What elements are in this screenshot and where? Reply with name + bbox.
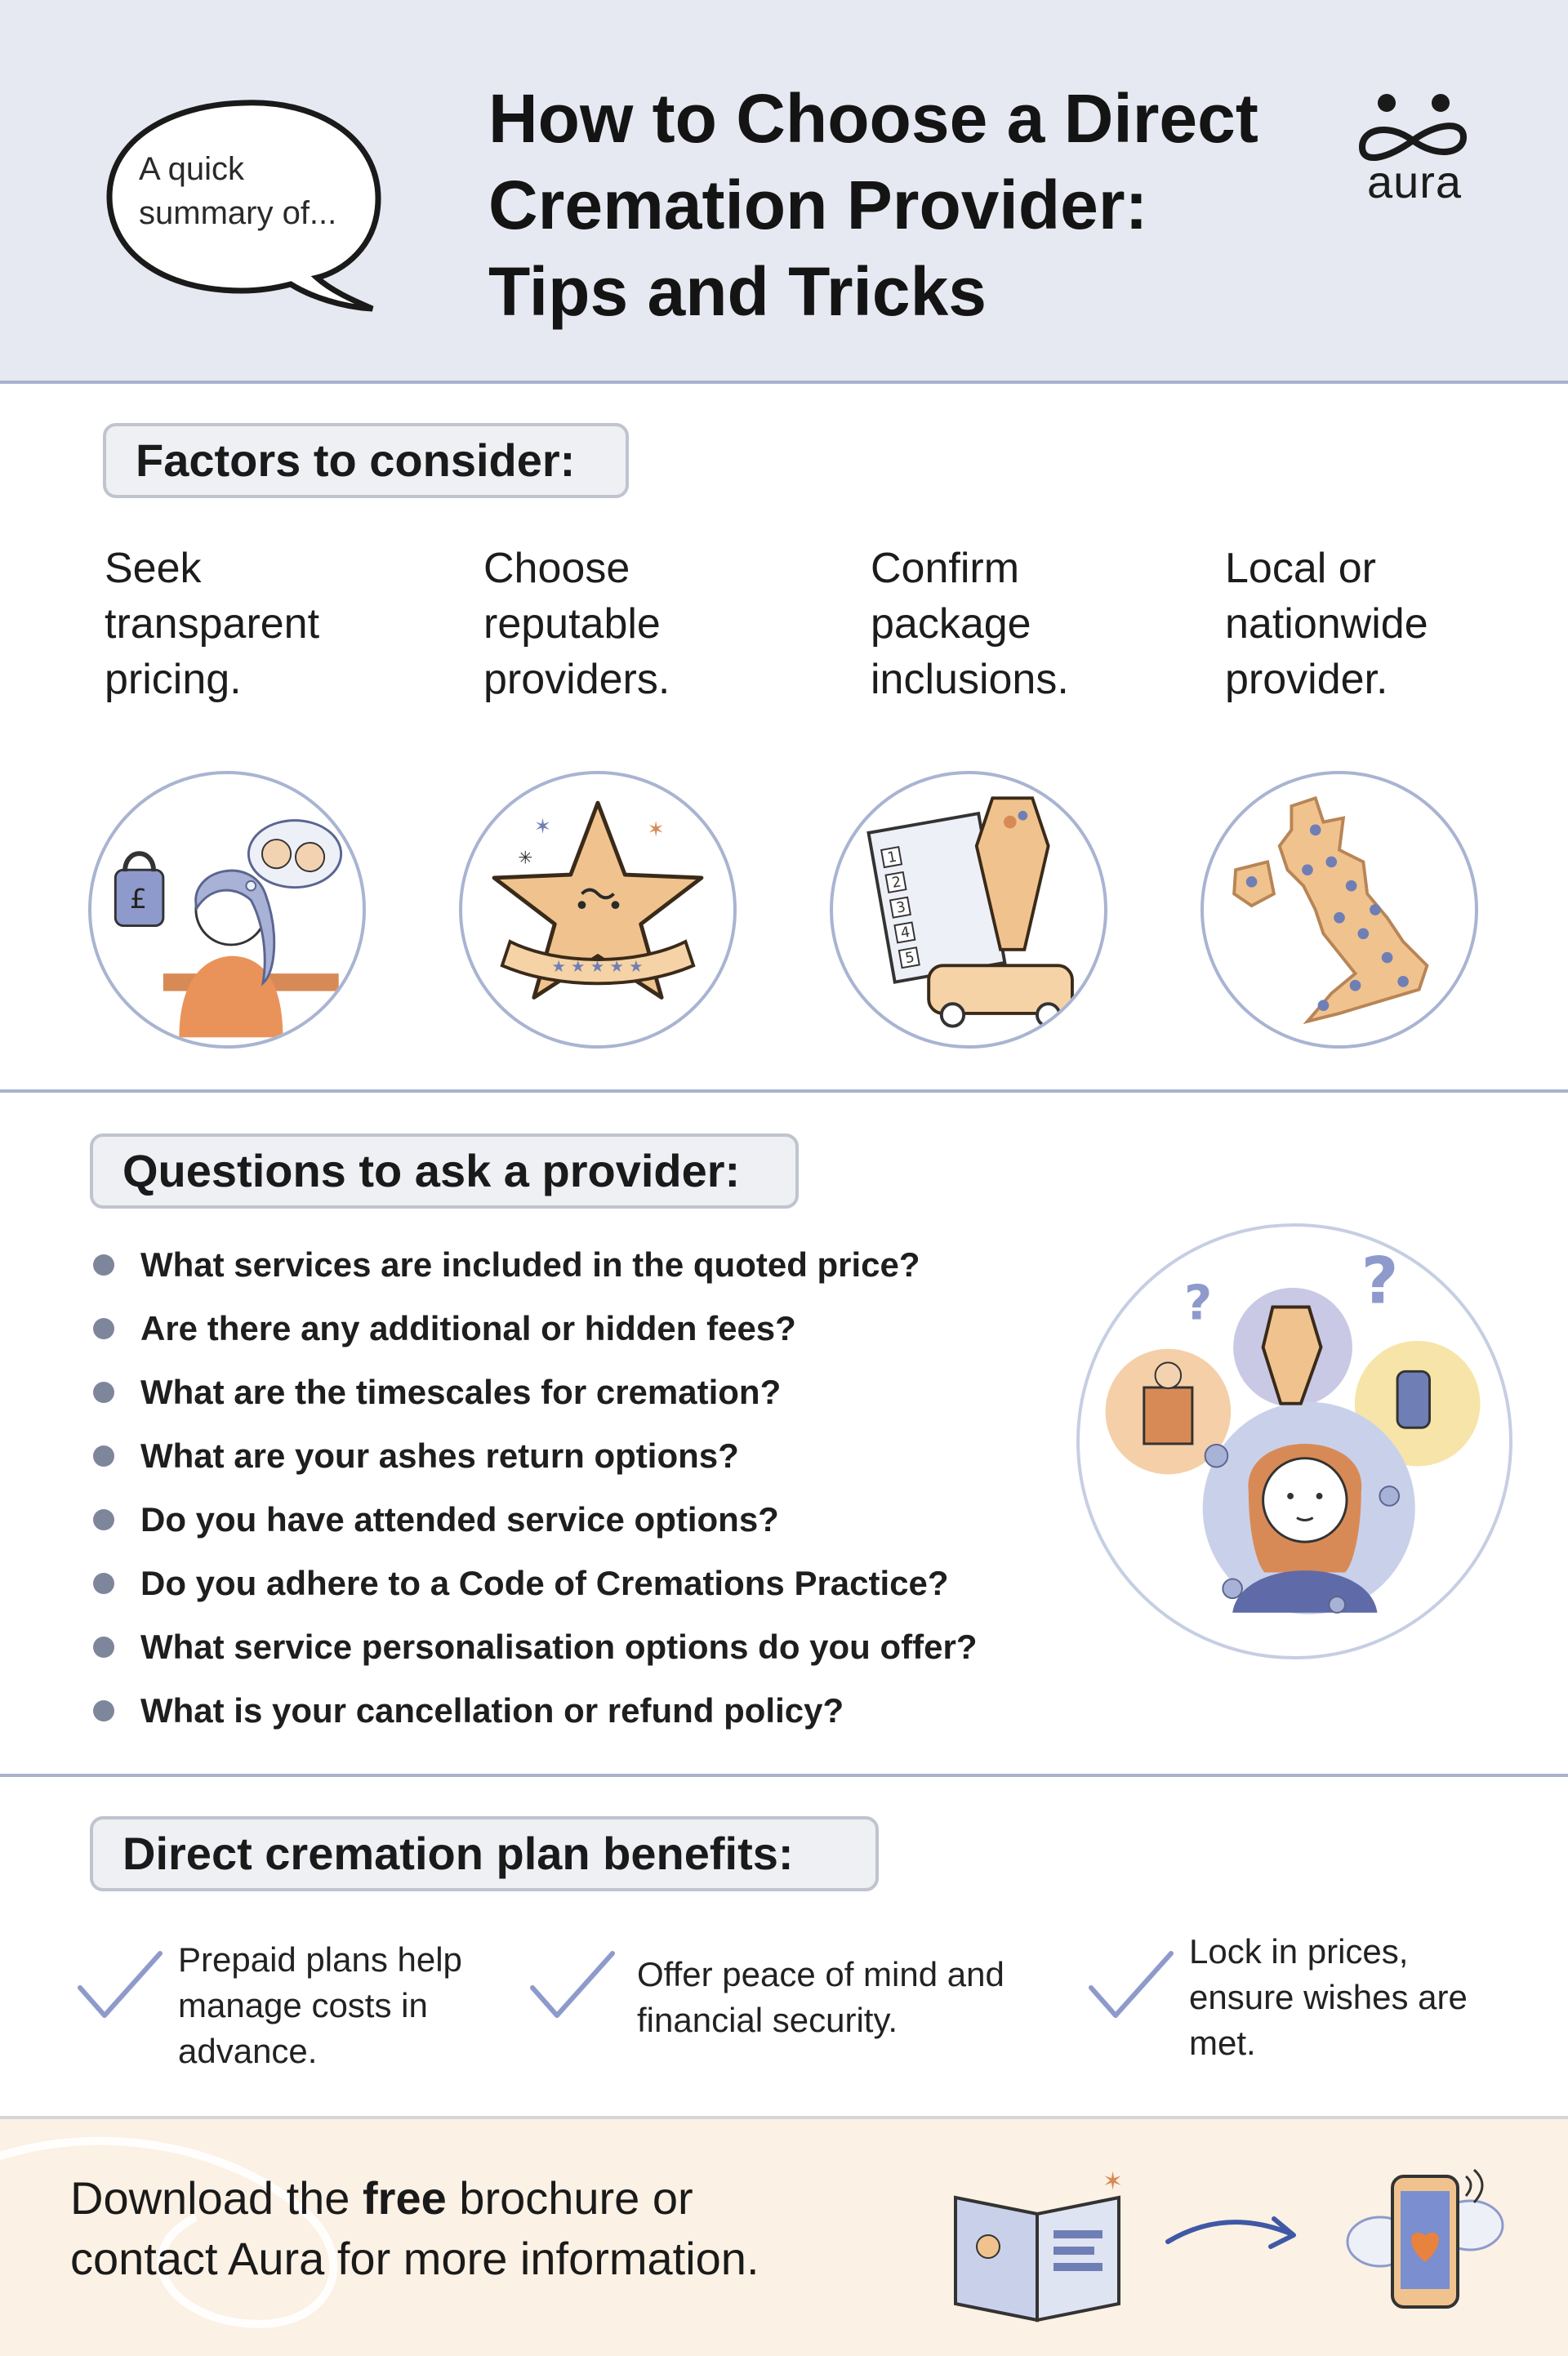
factor-local-nationwide: Local or nationwide provider. bbox=[1225, 541, 1519, 707]
header: A quick summary of... How to Choose a Di… bbox=[0, 0, 1568, 382]
factor-package-inclusions: Confirm package inclusions. bbox=[871, 541, 1165, 707]
footer-bold-text: free bbox=[363, 2172, 447, 2224]
svg-text:✶: ✶ bbox=[648, 817, 665, 841]
benefit-line: financial security. bbox=[637, 2001, 898, 2039]
list-item: Do you have attended service options? bbox=[91, 1493, 1112, 1557]
benefit-line: Lock in prices, bbox=[1189, 1932, 1409, 1971]
svg-text:5: 5 bbox=[904, 950, 915, 968]
logo-text: aura bbox=[1366, 156, 1463, 207]
list-item: What service personalisation options do … bbox=[91, 1620, 1112, 1684]
questions-heading: Questions to ask a provider: bbox=[90, 1133, 799, 1209]
svg-text:3: 3 bbox=[895, 899, 906, 917]
question-text: Do you have attended service options? bbox=[140, 1500, 779, 1539]
question-text: What are the timescales for cremation? bbox=[140, 1373, 782, 1411]
title-line-2: Cremation Provider: bbox=[488, 167, 1148, 243]
benefits-heading: Direct cremation plan benefits: bbox=[90, 1816, 879, 1891]
brochure-icon: ✶ bbox=[954, 2167, 1123, 2323]
factor-transparent-pricing: Seek transparent pricing. bbox=[105, 541, 399, 707]
footer-text: Download the free brochure or contact Au… bbox=[70, 2168, 969, 2289]
factor-line: provider. bbox=[1225, 656, 1388, 703]
svg-text:4: 4 bbox=[899, 924, 911, 942]
list-item: Do you adhere to a Code of Cremations Pr… bbox=[91, 1557, 1112, 1620]
factor-line: nationwide bbox=[1225, 600, 1428, 648]
question-text: Do you adhere to a Code of Cremations Pr… bbox=[140, 1564, 949, 1602]
page-title: How to Choose a Direct Cremation Provide… bbox=[488, 75, 1321, 335]
footer-text-part: brochure or bbox=[446, 2172, 693, 2224]
footer-line-1: Download the free brochure or bbox=[70, 2168, 969, 2229]
bullet-icon bbox=[93, 1509, 114, 1530]
bullet-icon bbox=[93, 1700, 114, 1721]
title-line-3: Tips and Tricks bbox=[488, 253, 987, 330]
svg-text:2: 2 bbox=[891, 874, 902, 892]
factor-line: Choose bbox=[483, 545, 630, 592]
list-item: Are there any additional or hidden fees? bbox=[91, 1302, 1112, 1365]
checkmark-icon bbox=[530, 1951, 615, 2018]
factor-line: inclusions. bbox=[871, 656, 1069, 703]
arrow-right-icon bbox=[1165, 2216, 1296, 2249]
bullet-icon bbox=[93, 1637, 114, 1658]
benefit-line: met. bbox=[1189, 2024, 1256, 2062]
benefit-item: Offer peace of mind and financial securi… bbox=[637, 1952, 1078, 2043]
svg-text:✶: ✶ bbox=[534, 813, 551, 838]
questions-list: What services are included in the quoted… bbox=[91, 1238, 1112, 1748]
factor-line: reputable bbox=[483, 600, 661, 648]
bullet-icon bbox=[93, 1382, 114, 1403]
question-text: What is your cancellation or refund poli… bbox=[140, 1691, 844, 1730]
benefit-line: ensure wishes are bbox=[1189, 1978, 1468, 2016]
provider-questions-illustration-icon: ? ? bbox=[1076, 1223, 1512, 1659]
list-item: What services are included in the quoted… bbox=[91, 1238, 1112, 1302]
svg-text:✶: ✶ bbox=[1102, 2167, 1123, 2196]
list-item: What are the timescales for cremation? bbox=[91, 1365, 1112, 1429]
svg-text:?: ? bbox=[1184, 1274, 1212, 1330]
decorative-swirl-icon bbox=[0, 2136, 338, 2328]
header-divider bbox=[0, 381, 1568, 384]
svg-text:★ ★ ★ ★ ★: ★ ★ ★ ★ ★ bbox=[551, 957, 643, 976]
factor-line: providers. bbox=[483, 656, 670, 703]
factor-line: Seek bbox=[105, 545, 202, 592]
bullet-icon bbox=[93, 1254, 114, 1276]
factors-heading: Factors to consider: bbox=[103, 423, 629, 498]
bubble-text: A quick summary of... bbox=[139, 151, 337, 231]
svg-text:1: 1 bbox=[886, 849, 898, 867]
benefit-line: manage costs in bbox=[178, 1986, 428, 2024]
bullet-icon bbox=[93, 1318, 114, 1339]
question-text: What services are included in the quoted… bbox=[140, 1245, 920, 1284]
svg-text:?: ? bbox=[1361, 1244, 1399, 1319]
footer-cta: Download the free brochure or contact Au… bbox=[0, 2116, 1568, 2356]
star-rating-icon: ★ ★ ★ ★ ★ ✶ ✶ ✳ bbox=[459, 771, 737, 1049]
factor-line: transparent bbox=[105, 600, 320, 648]
factor-line: package bbox=[871, 600, 1031, 648]
section-divider bbox=[0, 1089, 1568, 1093]
checklist-coffin-icon: 1 2 3 4 5 bbox=[830, 771, 1107, 1049]
benefit-item: Lock in prices, ensure wishes are met. bbox=[1189, 1929, 1532, 2066]
benefit-item: Prepaid plans help manage costs in advan… bbox=[178, 1937, 521, 2074]
benefit-line: Offer peace of mind and bbox=[637, 1955, 1004, 1993]
phone-heart-icon bbox=[1346, 2168, 1504, 2309]
bullet-icon bbox=[93, 1445, 114, 1467]
uk-map-icon bbox=[1200, 771, 1478, 1049]
checkmark-icon bbox=[1089, 1951, 1174, 2018]
question-text: Are there any additional or hidden fees? bbox=[140, 1309, 796, 1347]
benefit-line: advance. bbox=[178, 2032, 318, 2070]
question-text: What service personalisation options do … bbox=[140, 1628, 978, 1666]
svg-text:✳: ✳ bbox=[518, 848, 532, 868]
svg-text:£: £ bbox=[130, 883, 147, 915]
footer-text-part: Download the bbox=[70, 2172, 363, 2224]
worried-person-icon: £ bbox=[88, 771, 366, 1049]
bullet-icon bbox=[93, 1573, 114, 1594]
title-line-1: How to Choose a Direct bbox=[488, 80, 1258, 157]
footer-line-2: contact Aura for more information. bbox=[70, 2233, 760, 2284]
benefit-line: Prepaid plans help bbox=[178, 1940, 462, 1979]
checkmark-icon bbox=[78, 1951, 163, 2018]
factor-line: pricing. bbox=[105, 656, 242, 703]
speech-bubble-icon bbox=[106, 100, 381, 312]
factor-line: Local or bbox=[1225, 545, 1376, 592]
list-item: What is your cancellation or refund poli… bbox=[91, 1684, 1112, 1748]
aura-logo-icon bbox=[1358, 94, 1468, 162]
question-text: What are your ashes return options? bbox=[140, 1436, 739, 1475]
factor-line: Confirm bbox=[871, 545, 1020, 592]
list-item: What are your ashes return options? bbox=[91, 1429, 1112, 1493]
section-divider bbox=[0, 1774, 1568, 1777]
factor-reputable-providers: Choose reputable providers. bbox=[483, 541, 777, 707]
